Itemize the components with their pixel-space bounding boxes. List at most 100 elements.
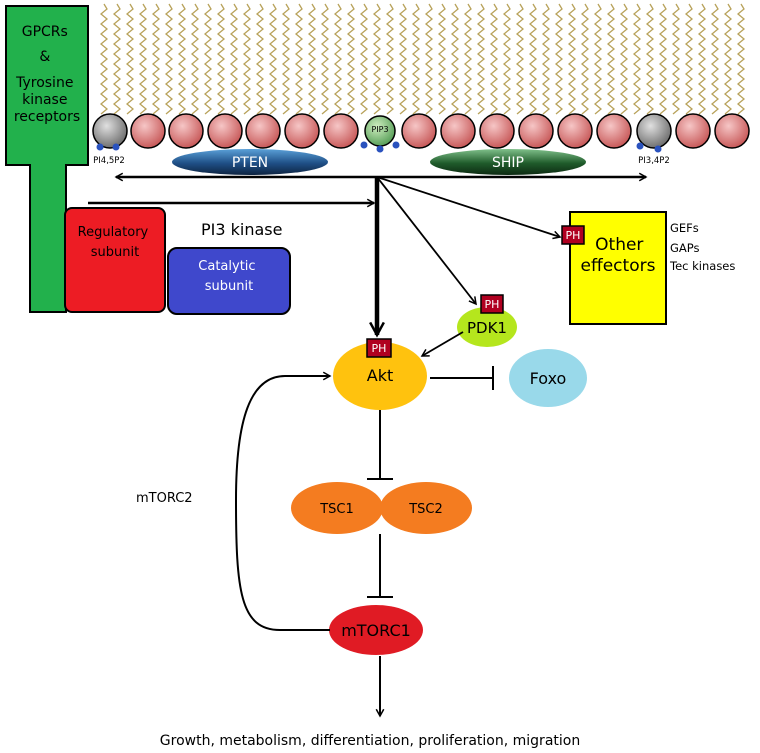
pip3-hub-arrows <box>88 177 646 335</box>
lipid-tail <box>242 3 252 115</box>
pdk1-ph-box <box>480 294 504 314</box>
lipid-tail <box>138 3 148 115</box>
pip2-label: PI4,5P2 <box>93 156 125 166</box>
lipid-tail <box>476 3 486 115</box>
akt-ph-box <box>366 338 392 358</box>
lipid-tail <box>710 3 720 115</box>
lipid-head <box>479 113 515 149</box>
lipid-tail <box>684 3 694 115</box>
lipid-tail <box>268 3 278 115</box>
akt-label: Akt <box>367 366 393 385</box>
catalytic-subunit-box <box>167 247 291 315</box>
lipid-tail <box>177 3 187 115</box>
foxo-shape <box>509 349 587 407</box>
lipid-tail <box>450 3 460 115</box>
other-effectors-label: Other effectors <box>581 235 656 276</box>
lipid-tail <box>723 3 733 115</box>
lipid-head <box>557 113 593 149</box>
tsc2-label: TSC2 <box>408 502 443 517</box>
lipid-tail <box>190 3 200 115</box>
lipid-tail <box>593 3 603 115</box>
lipid-tail <box>125 3 135 115</box>
foxo-label: Foxo <box>530 369 567 388</box>
lipid-tail <box>346 3 356 115</box>
pi34p2-phosphates <box>636 142 662 153</box>
pdk1-ph-label: PH <box>485 298 500 311</box>
lipid-tails <box>99 3 746 115</box>
mtorc1-shape <box>329 605 423 655</box>
lipid-head <box>207 113 243 149</box>
lipid-tail <box>424 3 434 115</box>
lipid-tail <box>658 3 668 115</box>
lipid-tail <box>736 3 746 115</box>
lipid-tail <box>515 3 525 115</box>
lipid-head <box>596 113 632 149</box>
lipid-tail <box>645 3 655 115</box>
lipid-tail <box>489 3 499 115</box>
pdk1-label: PDK1 <box>467 319 507 337</box>
lipid-tail <box>528 3 538 115</box>
effectors-ph-box <box>561 225 585 245</box>
receptor-label: GPCRs & Tyrosine kinase receptors <box>14 24 80 125</box>
ship-shape <box>430 149 586 175</box>
lipid-tail <box>385 3 395 115</box>
lipid-tail <box>359 3 369 115</box>
lipid-head <box>714 113 750 149</box>
lipid-tail <box>541 3 551 115</box>
lipid-tail <box>372 3 382 115</box>
pip3-label: PIP3 <box>371 125 388 134</box>
output-label: Growth, metabolism, differentiation, pro… <box>160 733 580 749</box>
lipid-tail <box>99 3 109 115</box>
mtorc2-label: mTORC2 <box>136 491 193 506</box>
lipid-tail <box>606 3 616 115</box>
effectors-ph-label: PH <box>566 229 581 242</box>
regulatory-subunit-box <box>64 207 166 313</box>
ship-label: SHIP <box>492 155 524 171</box>
akt-ph-label: PH <box>372 342 387 355</box>
lipid-head <box>130 113 166 149</box>
lipid-tail <box>554 3 564 115</box>
lipid-tail <box>463 3 473 115</box>
lipid-head <box>518 113 554 149</box>
lipid-head <box>323 113 359 149</box>
pten-shape <box>172 149 328 175</box>
lipid-tail <box>632 3 642 115</box>
pi34p2-label: PI3,4P2 <box>638 156 670 166</box>
receptor-shape <box>5 5 89 313</box>
tsc2-shape <box>380 482 472 534</box>
lipid-tail <box>320 3 330 115</box>
mtorc2-feedback-arrow <box>234 376 330 631</box>
lipid-tail <box>567 3 577 115</box>
lipid-head <box>168 113 204 149</box>
lipid-tail <box>671 3 681 115</box>
lipid-heads <box>92 113 750 149</box>
lipid-tail <box>580 3 590 115</box>
pten-label: PTEN <box>232 155 268 171</box>
pip3-phosphates <box>360 141 400 153</box>
tsc1-shape <box>291 482 383 534</box>
other-effectors-box <box>569 211 667 325</box>
akt-shape <box>333 342 427 410</box>
pdk1-to-akt-arrow <box>422 331 464 356</box>
pi3k-title: PI3 kinase <box>201 220 282 239</box>
phosphoinositide-head <box>92 113 128 149</box>
lipid-tail <box>112 3 122 115</box>
regulatory-subunit-label: Regulatory subunit <box>78 225 153 260</box>
lipid-tail <box>333 3 343 115</box>
lipid-tail <box>502 3 512 115</box>
lipid-tail <box>164 3 174 115</box>
lipid-tail <box>411 3 421 115</box>
lipid-tail <box>697 3 707 115</box>
lipid-tail <box>294 3 304 115</box>
tsc1-label: TSC1 <box>319 502 354 517</box>
mtorc1-label: mTORC1 <box>341 621 411 640</box>
lipid-tail <box>151 3 161 115</box>
pip2-phosphates <box>96 143 120 151</box>
lipid-tail <box>255 3 265 115</box>
lipid-tail <box>281 3 291 115</box>
lipid-tail <box>216 3 226 115</box>
lipid-tail <box>307 3 317 115</box>
lipid-tail <box>437 3 447 115</box>
catalytic-subunit-label: Catalytic subunit <box>198 259 259 294</box>
